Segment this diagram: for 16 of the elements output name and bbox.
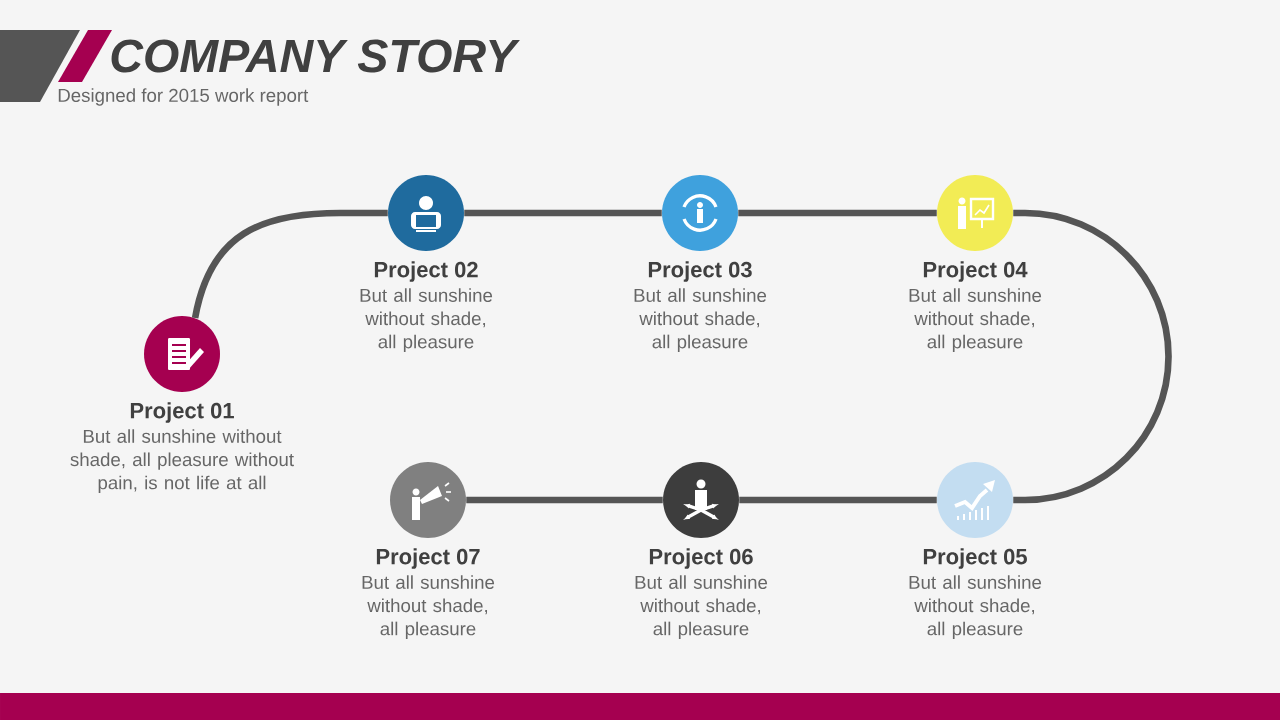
- project-title: Project 05: [923, 548, 1027, 569]
- project-description: But all sunshine without shade, all pleasure: [635, 575, 768, 640]
- project-title: Project 07: [376, 548, 480, 569]
- project-title: Project 01: [130, 402, 234, 423]
- project-description: But all sunshine without shade, all pleasure: [909, 288, 1042, 353]
- project-title: Project 04: [923, 261, 1028, 282]
- project-description: But all sunshine without shade, all pleasure without pain, is not life at all: [70, 429, 294, 494]
- project-title: Project 02: [374, 261, 478, 282]
- project-title: Project 03: [648, 261, 752, 282]
- project-description: But all sunshine without shade, all pleasure: [362, 575, 495, 640]
- project-description: But all sunshine without shade, all pleasure: [634, 288, 767, 353]
- project-title: Project 06: [649, 548, 753, 569]
- title: COMPANY STORY: [111, 39, 520, 73]
- subtitle: Designed for 2015 work report: [58, 88, 309, 106]
- project-description: But all sunshine without shade, all pleasure: [909, 575, 1042, 640]
- project-description: But all sunshine without shade, all pleasure: [360, 288, 493, 353]
